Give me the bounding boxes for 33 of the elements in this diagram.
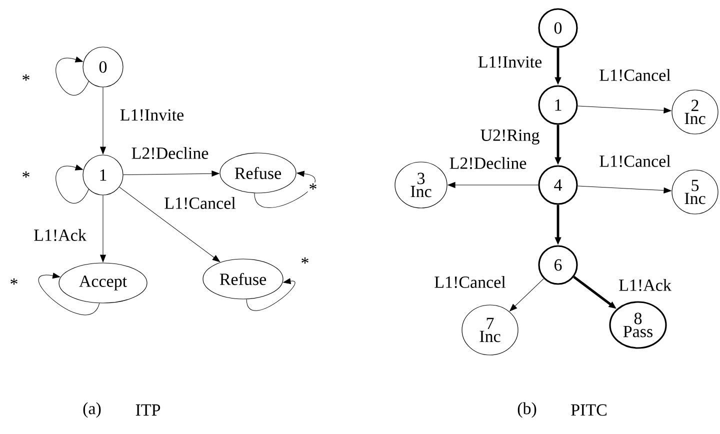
edge-label: L1!Cancel [598, 154, 672, 168]
edge-label: L1!Cancel [598, 68, 672, 82]
edge-label: * [20, 73, 32, 87]
edge-label: L1!Invite [476, 55, 544, 69]
self-loop-arrow [246, 278, 296, 311]
arrow [100, 195, 106, 262]
self-loop-arrow [254, 170, 316, 208]
edge-label: L1!Invite [118, 108, 186, 122]
edge-label: L2!Decline [130, 146, 210, 160]
edge-label: * [308, 182, 318, 196]
edge-label: * [8, 277, 20, 291]
arrow [123, 170, 220, 177]
arrow [448, 182, 538, 188]
edge-label: L2!Decline [448, 156, 528, 170]
edge-label: L1!Ack [32, 228, 88, 242]
caption-text: (a) [83, 402, 101, 418]
arrow [578, 186, 672, 194]
caption-text: (b) [518, 402, 536, 418]
self-loop-arrow [38, 272, 100, 315]
self-loop-arrow [56, 56, 89, 96]
caption-text: ITP [136, 404, 160, 416]
caption-text: PITC [571, 404, 606, 416]
self-loop-arrow [56, 164, 89, 204]
edge-label: L1!Cancel [163, 196, 237, 210]
edge-label: * [20, 170, 32, 184]
edge-label: L1!Cancel [433, 274, 507, 290]
arrow [100, 87, 106, 154]
edge-label: * [300, 256, 310, 270]
arrow [578, 106, 672, 114]
arrow [510, 278, 544, 312]
edge-label: U2!Ring [479, 128, 541, 146]
arrow [119, 186, 220, 262]
edge-label: L1!Ack [618, 278, 672, 292]
